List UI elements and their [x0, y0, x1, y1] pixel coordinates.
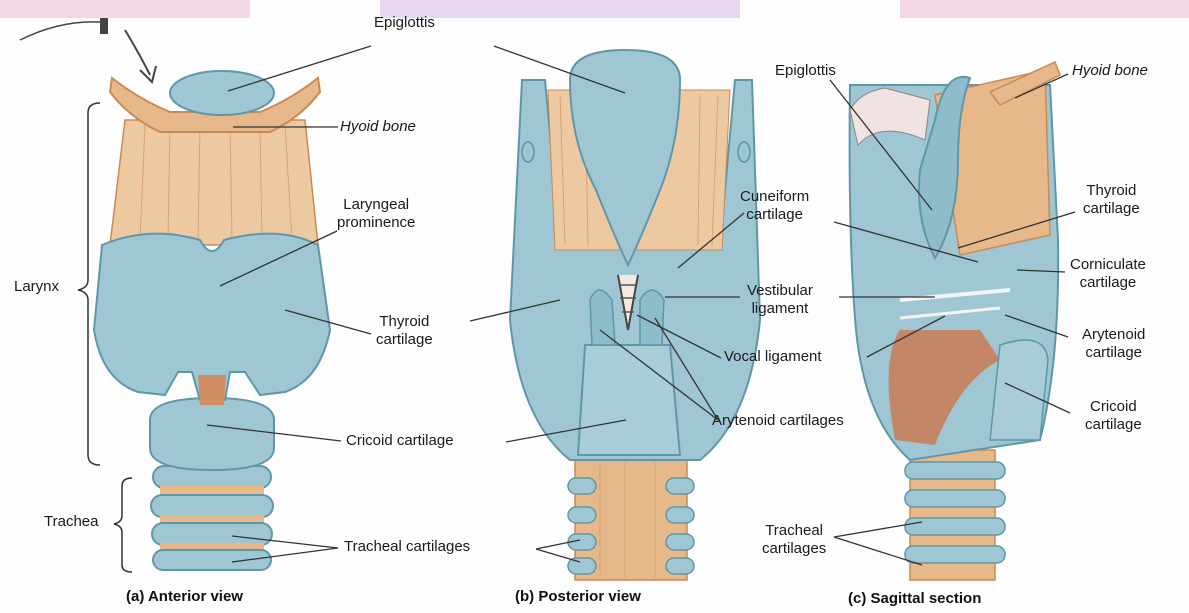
- label-cuneiform: Cuneiform cartilage: [740, 188, 809, 224]
- label-larynx: Larynx: [14, 278, 59, 296]
- caption-sagittal-section: (c) Sagittal section: [848, 590, 981, 607]
- trachea-brace: [114, 478, 132, 572]
- label-vestibular: Vestibular ligament: [747, 282, 813, 318]
- caption-anterior-view: (a) Anterior view: [126, 588, 243, 605]
- anterior-view-figure: [94, 71, 330, 570]
- caption-posterior-view: (b) Posterior view: [515, 588, 641, 605]
- label-trachea: Trachea: [44, 513, 98, 531]
- label-laryngeal-prominence: Laryngeal prominence: [337, 196, 415, 232]
- label-epiglottis-anterior: Epiglottis: [374, 14, 435, 32]
- posterior-view-figure: [510, 50, 760, 580]
- label-arytenoid-posterior: Arytenoid cartilages: [712, 412, 844, 430]
- label-cricoid-anterior: Cricoid cartilage: [346, 432, 454, 450]
- label-thyroid-sagittal: Thyroid cartilage: [1083, 182, 1140, 218]
- label-tracheal-anterior: Tracheal cartilages: [344, 538, 470, 556]
- label-epiglottis-sagittal: Epiglottis: [775, 62, 836, 80]
- anterior-cricoid-shape: [150, 398, 274, 470]
- label-corniculate: Corniculate cartilage: [1070, 256, 1146, 292]
- label-arytenoid-sagittal: Arytenoid cartilage: [1082, 326, 1145, 362]
- label-tracheal-sagittal: Tracheal cartilages: [762, 522, 826, 558]
- anterior-tracheal-rings: [151, 466, 273, 570]
- larynx-brace: [78, 103, 100, 465]
- label-hyoid-sagittal: Hyoid bone: [1072, 62, 1148, 80]
- sagittal-view-figure: [850, 62, 1060, 580]
- label-cricoid-sagittal: Cricoid cartilage: [1085, 398, 1142, 434]
- label-hyoid-anterior: Hyoid bone: [340, 118, 416, 136]
- label-thyroid-anterior: Thyroid cartilage: [376, 313, 433, 349]
- label-vocal-ligament: Vocal ligament: [724, 348, 822, 366]
